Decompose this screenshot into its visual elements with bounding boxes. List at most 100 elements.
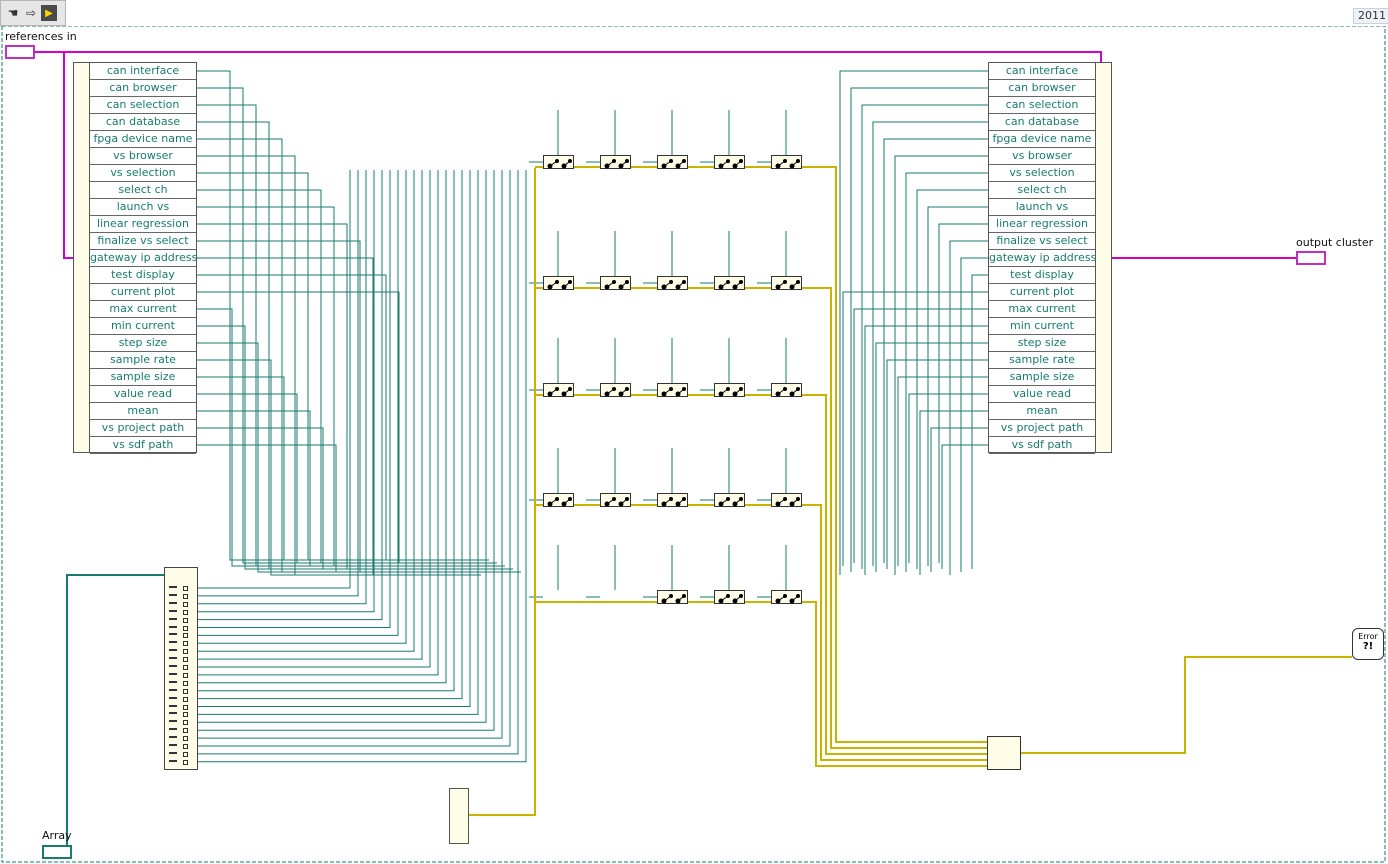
array-wire-3[interactable]: [198, 170, 375, 613]
bundle-field-0[interactable]: can interface: [989, 63, 1095, 80]
bundle-field-13[interactable]: current plot: [989, 284, 1095, 301]
references-wire[interactable]: [35, 51, 73, 259]
field-wire-right-12[interactable]: [971, 274, 988, 569]
field-wire-right-13[interactable]: [842, 291, 988, 566]
compare-node-4-3[interactable]: [714, 590, 745, 604]
bundle-field-12[interactable]: test display: [989, 267, 1095, 284]
bundle-field-6[interactable]: vs selection: [989, 165, 1095, 182]
array-wire-1[interactable]: [198, 170, 359, 597]
array-wire-5[interactable]: [198, 170, 391, 628]
array-terminal[interactable]: [42, 845, 72, 859]
array-wire-6[interactable]: [198, 170, 399, 636]
field-wire-left-15[interactable]: [197, 325, 465, 570]
field-wire-left-12[interactable]: [197, 274, 441, 561]
field-wire-right-6[interactable]: [905, 172, 988, 572]
field-wire-left-21[interactable]: [197, 427, 513, 570]
compare-node-0-1[interactable]: [600, 155, 631, 169]
field-wire-right-17[interactable]: [886, 359, 988, 569]
bundle-field-7[interactable]: select ch: [989, 182, 1095, 199]
field-wire-left-17[interactable]: [197, 359, 481, 576]
array-wire-15[interactable]: [198, 170, 471, 707]
bundle-field-15[interactable]: min current: [989, 318, 1095, 335]
compare-node-1-2[interactable]: [657, 276, 688, 290]
compare-node-1-1[interactable]: [600, 276, 631, 290]
compare-node-2-3[interactable]: [714, 383, 745, 397]
compare-node-0-4[interactable]: [771, 155, 802, 169]
error-indicator[interactable]: Error ?!: [1352, 628, 1384, 660]
unbundle-field-21[interactable]: vs project path: [90, 420, 196, 437]
field-wire-left-5[interactable]: [197, 155, 385, 576]
unbundle-field-7[interactable]: select ch: [90, 182, 196, 199]
field-wire-right-10[interactable]: [949, 240, 988, 575]
field-wire-right-9[interactable]: [938, 223, 988, 563]
field-wire-right-21[interactable]: [930, 427, 988, 572]
bundle-field-8[interactable]: launch vs: [989, 199, 1095, 216]
bundle-field-10[interactable]: finalize vs select: [989, 233, 1095, 250]
arrow-right-icon[interactable]: ⇨: [25, 6, 37, 20]
unbundle-field-8[interactable]: launch vs: [90, 199, 196, 216]
labview-block-icon[interactable]: ▶: [41, 5, 57, 21]
compare-node-1-4[interactable]: [771, 276, 802, 290]
array-wire-18[interactable]: [198, 170, 495, 731]
bundle-field-1[interactable]: can browser: [989, 80, 1095, 97]
compare-node-1-0[interactable]: [543, 276, 574, 290]
unbundle-field-14[interactable]: max current: [90, 301, 196, 318]
error-chain-1[interactable]: [535, 287, 987, 749]
field-wire-right-3[interactable]: [872, 121, 988, 566]
references-in-terminal[interactable]: [5, 45, 35, 59]
unbundle-left-handle[interactable]: [73, 62, 90, 453]
field-wire-left-14[interactable]: [197, 308, 457, 567]
unbundle-field-9[interactable]: linear regression: [90, 216, 196, 233]
compare-node-2-1[interactable]: [600, 383, 631, 397]
array-wire-22[interactable]: [198, 170, 527, 763]
unbundle-field-22[interactable]: vs sdf path: [90, 437, 196, 454]
unbundle-field-2[interactable]: can selection: [90, 97, 196, 114]
unbundle-field-20[interactable]: mean: [90, 403, 196, 420]
array-wire-13[interactable]: [198, 170, 455, 692]
unbundle-field-10[interactable]: finalize vs select: [90, 233, 196, 250]
field-wire-right-15[interactable]: [864, 325, 988, 575]
merge-errors-node[interactable]: [987, 736, 1021, 770]
field-wire-right-1[interactable]: [850, 87, 988, 572]
bundle-field-2[interactable]: can selection: [989, 97, 1095, 114]
compare-node-0-3[interactable]: [714, 155, 745, 169]
field-wire-right-16[interactable]: [875, 342, 988, 572]
array-wire-4[interactable]: [198, 170, 383, 621]
output-cluster-terminal[interactable]: [1296, 251, 1326, 265]
error-chain-2[interactable]: [535, 394, 987, 755]
compare-node-0-2[interactable]: [657, 155, 688, 169]
field-wire-right-11[interactable]: [960, 257, 988, 572]
array-input-wire[interactable]: [66, 574, 164, 853]
array-wire-12[interactable]: [198, 170, 447, 684]
array-wire-21[interactable]: [198, 170, 519, 755]
bundle-field-11[interactable]: gateway ip address: [989, 250, 1095, 267]
bundle-field-19[interactable]: value read: [989, 386, 1095, 403]
merged-error-wire[interactable]: [1021, 656, 1352, 754]
field-wire-left-10[interactable]: [197, 240, 425, 573]
compare-node-3-3[interactable]: [714, 493, 745, 507]
unbundle-field-1[interactable]: can browser: [90, 80, 196, 97]
error-chain-0[interactable]: [535, 166, 987, 743]
compare-node-2-0[interactable]: [543, 383, 574, 397]
unbundle-field-19[interactable]: value read: [90, 386, 196, 403]
compare-node-3-0[interactable]: [543, 493, 574, 507]
array-wire-8[interactable]: [198, 170, 415, 652]
field-wire-right-0[interactable]: [839, 70, 988, 575]
array-wire-7[interactable]: [198, 170, 407, 644]
array-wire-14[interactable]: [198, 170, 463, 700]
compare-node-3-2[interactable]: [657, 493, 688, 507]
array-constant[interactable]: [164, 567, 198, 770]
array-wire-17[interactable]: [198, 170, 487, 723]
bundle-field-17[interactable]: sample rate: [989, 352, 1095, 369]
field-wire-right-18[interactable]: [897, 376, 988, 566]
field-wire-right-19[interactable]: [908, 393, 988, 563]
bundle-field-22[interactable]: vs sdf path: [989, 437, 1095, 454]
bundle-field-18[interactable]: sample size: [989, 369, 1095, 386]
unbundle-field-11[interactable]: gateway ip address: [90, 250, 196, 267]
array-wire-2[interactable]: [198, 170, 367, 605]
unbundle-field-3[interactable]: can database: [90, 114, 196, 131]
unbundle-field-15[interactable]: min current: [90, 318, 196, 335]
compare-node-4-2[interactable]: [657, 590, 688, 604]
